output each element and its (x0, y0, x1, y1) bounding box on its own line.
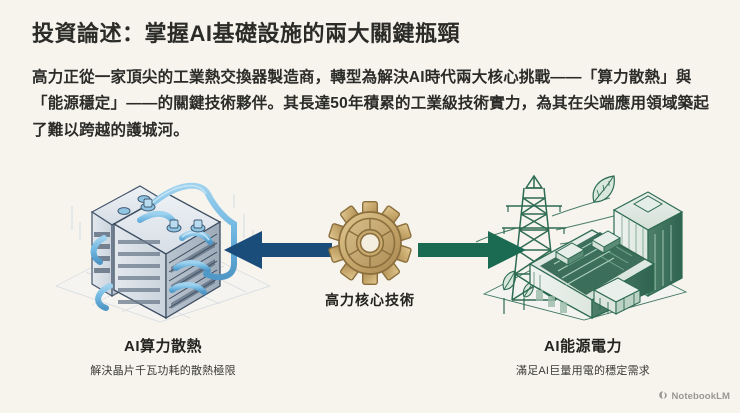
power-title: AI能源電力 (543, 338, 622, 355)
leaf-icons (502, 175, 615, 314)
pipe-couplings (117, 195, 206, 233)
arrow-left (222, 230, 332, 270)
rack-front (112, 193, 222, 320)
power-subtitle: 滿足AI巨量用電的穩定需求 (516, 364, 650, 377)
body-paragraph: 高力正從一家頂尖的工業熱交換器製造商，轉型為解決AI時代兩大核心挑戰——「算力散… (32, 68, 710, 139)
power-illustration (468, 168, 698, 328)
cooling-caption: AI算力散熱 解決晶片千瓦功耗的散熱極限 (13, 338, 313, 378)
watermark: NotebookLM (658, 387, 730, 405)
core-technology-label: 高力核心技術 (325, 292, 415, 308)
cooling-title: AI算力散熱 (123, 338, 202, 355)
gear-icon (310, 200, 430, 286)
cooling-illustration (48, 168, 278, 328)
notebooklm-icon (658, 387, 668, 405)
arrow-right (418, 230, 528, 270)
outbuilding (592, 277, 642, 315)
core-technology-node: 高力核心技術 (310, 200, 430, 310)
watermark-label: NotebookLM (671, 390, 730, 402)
rooftop-units (554, 230, 622, 266)
cooling-subtitle: 解決晶片千瓦功耗的散熱極限 (90, 364, 236, 377)
power-caption: AI能源電力 滿足AI巨量用電的穩定需求 (433, 338, 733, 378)
header: 投資論述：掌握AI基礎設施的兩大關鍵瓶頸 高力正從一家頂尖的工業熱交換器製造商，… (32, 20, 722, 145)
page-title: 投資論述：掌握AI基礎設施的兩大關鍵瓶頸 (32, 21, 461, 46)
diagram: AI算力散熱 解決晶片千瓦功耗的散熱極限 AI能源電力 滿足AI巨量用電的穩定需… (0, 160, 740, 413)
